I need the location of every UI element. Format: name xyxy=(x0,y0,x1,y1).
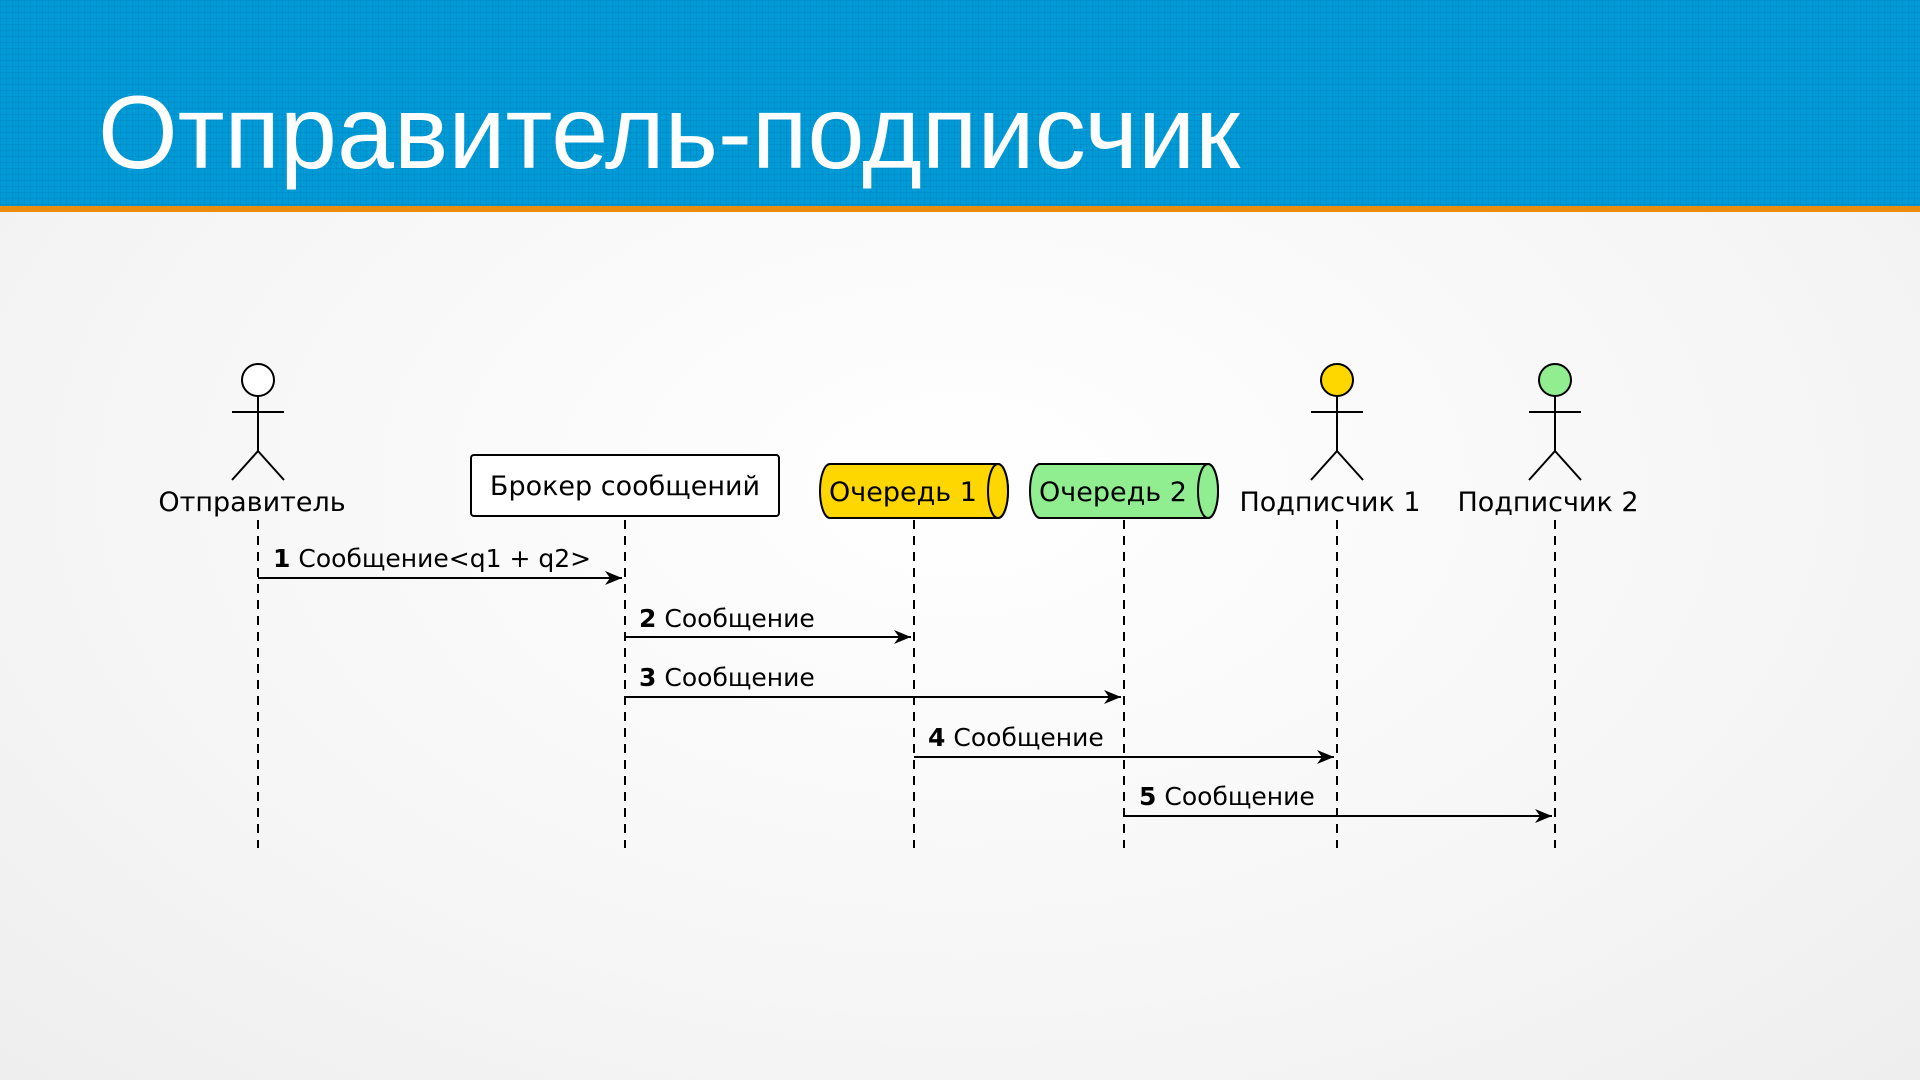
page-title: Отправитель-подписчик xyxy=(98,75,1241,191)
label-queue2: Очередь 2 xyxy=(1039,477,1187,508)
label-queue1: Очередь 1 xyxy=(829,477,977,508)
actor-head-icon xyxy=(1320,363,1354,397)
queue2-cylinder xyxy=(1029,463,1219,519)
label-subscriber2: Подписчик 2 xyxy=(1457,487,1638,518)
actor-subscriber1 xyxy=(1310,363,1364,481)
title-bar xyxy=(0,0,1920,206)
actor-head-icon xyxy=(241,363,275,397)
broker-box xyxy=(470,454,780,517)
accent-stripe xyxy=(0,206,1920,212)
lifelines xyxy=(257,520,1556,848)
label-sender: Отправитель xyxy=(158,487,345,518)
label-subscriber1: Подписчик 1 xyxy=(1239,487,1420,518)
actor-subscriber2 xyxy=(1528,363,1582,481)
label-broker: Брокер сообщений xyxy=(490,471,760,502)
message-arrows xyxy=(258,571,1552,823)
actor-sender xyxy=(231,363,285,481)
queue1-cylinder xyxy=(819,463,1009,519)
actor-head-icon xyxy=(1538,363,1572,397)
